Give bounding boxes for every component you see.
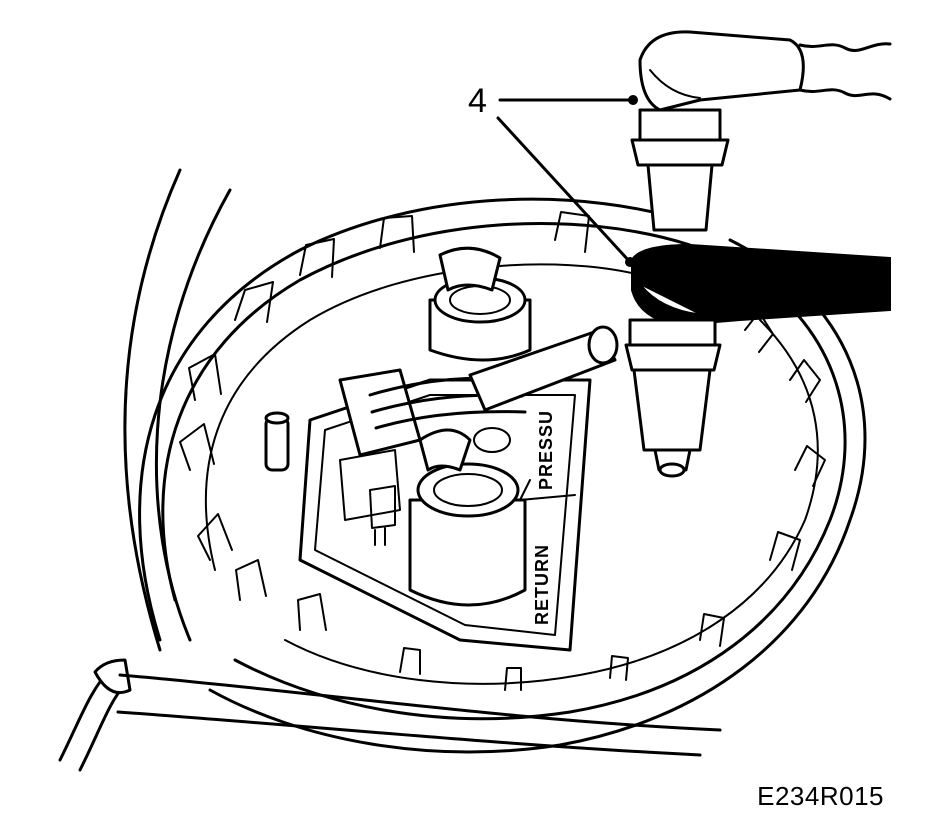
callout-4: 4 [468, 82, 487, 120]
figure-id: E234R015 [757, 781, 884, 811]
tank-opening [138, 197, 867, 754]
sensor-post [264, 411, 290, 472]
pressure-fitting [428, 246, 532, 362]
return-label: RETURN [532, 544, 552, 625]
quick-connector-lower [624, 243, 891, 478]
locking-ring-tabs [179, 211, 826, 691]
return-fitting [408, 427, 527, 607]
quick-connector-upper [630, 30, 892, 232]
hose [58, 168, 722, 772]
electrical-connector [338, 325, 619, 546]
callout-leaders [496, 95, 638, 267]
pressure-label: PRESSU [536, 410, 556, 490]
